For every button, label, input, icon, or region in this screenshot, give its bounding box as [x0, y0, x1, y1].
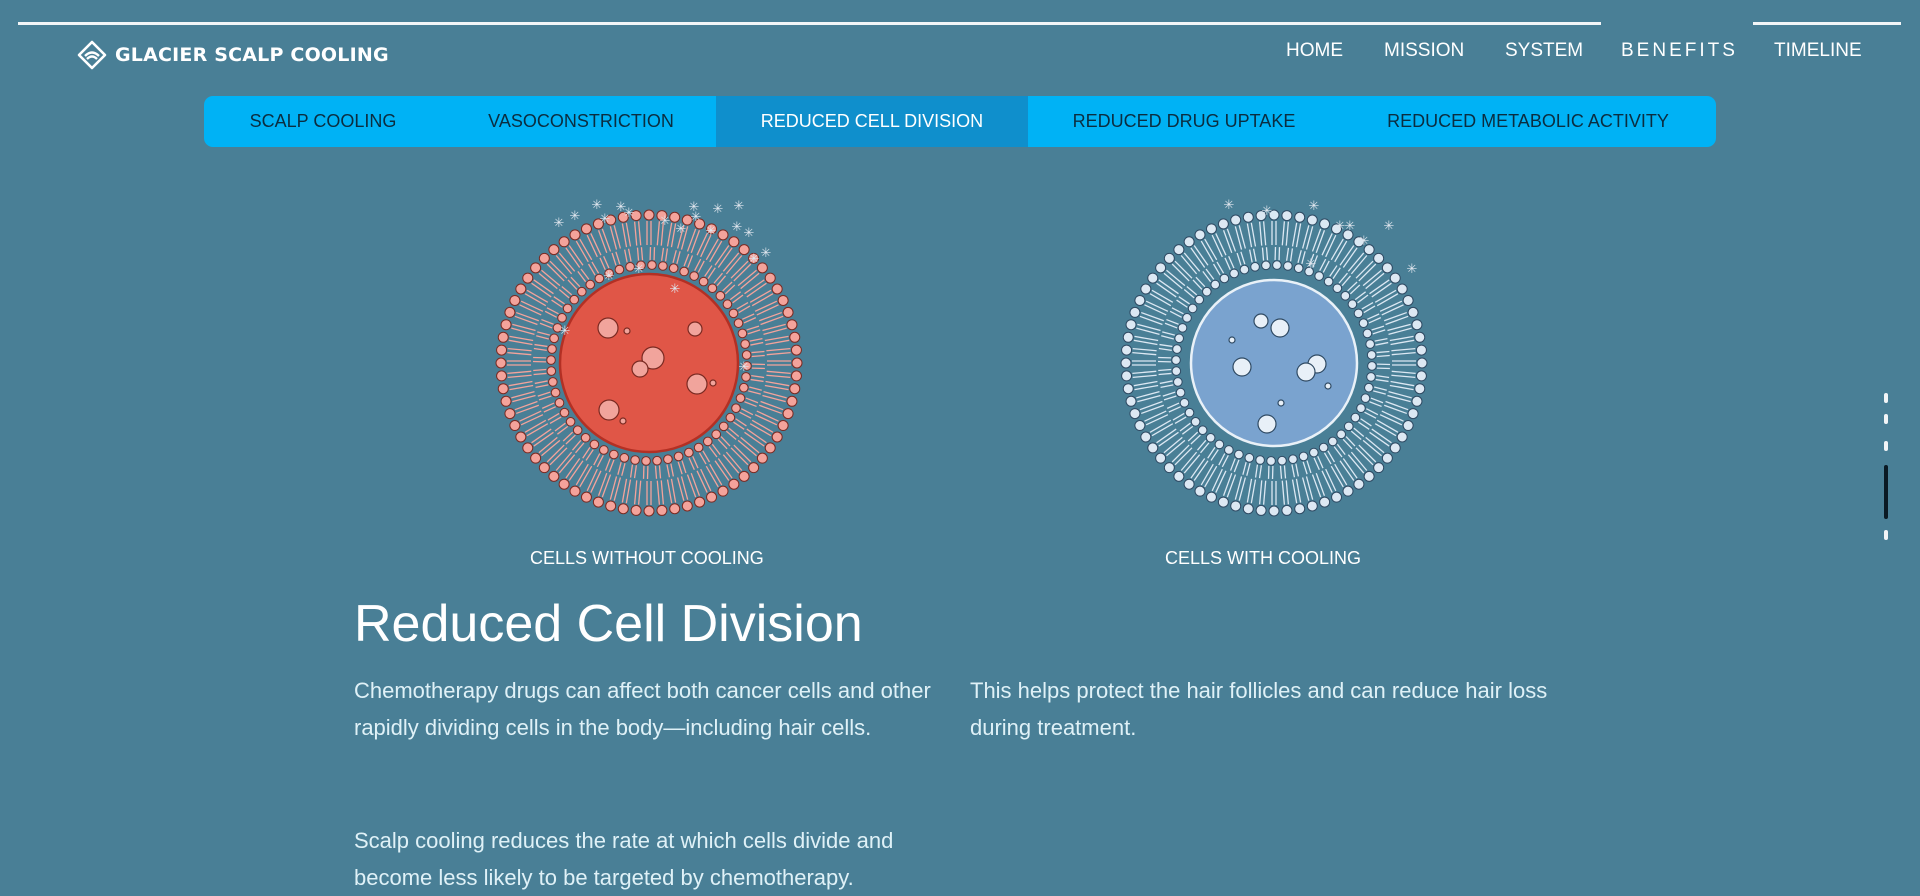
- drug-particle-icon: ✳: [749, 252, 760, 267]
- cell-organelle: [599, 400, 619, 420]
- cell-organelle: [1258, 415, 1276, 433]
- tab-reduced-cell-division[interactable]: REDUCED CELL DIVISION: [716, 96, 1028, 147]
- drug-particle-icon: ✳: [713, 202, 724, 217]
- drug-particle-icon: ✳: [761, 246, 772, 261]
- cell-organelle: [620, 418, 626, 424]
- drug-particle-icon: ✳: [1407, 262, 1418, 277]
- nav-timeline[interactable]: TIMELINE: [1774, 40, 1862, 62]
- drug-particle-icon: ✳: [600, 212, 611, 227]
- cell-organelle: [624, 328, 630, 334]
- paragraph-chemo-effect: Chemotherapy drugs can affect both cance…: [354, 672, 944, 746]
- scroll-dot[interactable]: [1884, 530, 1888, 540]
- drug-particle-icon: ✳: [1224, 198, 1235, 213]
- scroll-dot-active[interactable]: [1884, 465, 1888, 519]
- cell-organelle: [1325, 383, 1331, 389]
- top-border-line-right: [1753, 22, 1901, 25]
- drug-particle-icon: ✳: [592, 198, 603, 213]
- scroll-dot[interactable]: [1884, 414, 1888, 424]
- tab-scalp-cooling[interactable]: SCALP COOLING: [204, 96, 442, 147]
- drug-particle-icon: ✳: [560, 324, 571, 339]
- section-title: Reduced Cell Division: [354, 594, 863, 654]
- drug-particle-icon: ✳: [670, 282, 681, 297]
- tab-vasoconstriction[interactable]: VASOCONSTRICTION: [442, 96, 720, 147]
- drug-particle-icon: ✳: [706, 224, 717, 239]
- benefit-tabs: SCALP COOLING VASOCONSTRICTION REDUCED C…: [204, 96, 1716, 147]
- cell-organelle: [632, 361, 648, 377]
- drug-particle-icon: ✳: [634, 262, 645, 277]
- caption-without-cooling: CELLS WITHOUT COOLING: [530, 548, 764, 569]
- drug-particle-icon: ✳: [1262, 204, 1273, 219]
- nav-home[interactable]: HOME: [1286, 40, 1343, 62]
- drug-particle-icon: ✳: [624, 206, 635, 221]
- tab-reduced-metabolic-activity[interactable]: REDUCED METABOLIC ACTIVITY: [1340, 96, 1716, 147]
- drug-particle-icon: ✳: [676, 222, 687, 237]
- drug-particle-icon: ✳: [604, 269, 615, 284]
- drug-particle-icon: ✳: [732, 220, 743, 235]
- cell-organelle: [710, 380, 716, 386]
- brand-name: GLACIER SCALP COOLING: [115, 44, 389, 66]
- paragraph-scalp-cooling: Scalp cooling reduces the rate at which …: [354, 822, 944, 896]
- top-border-line: [18, 22, 1601, 25]
- cell-organelle: [688, 322, 702, 336]
- drug-particle-icon: ✳: [689, 200, 700, 215]
- cell-organelle: [1233, 358, 1251, 376]
- scroll-dot[interactable]: [1884, 441, 1888, 451]
- cell-organelle: [1254, 314, 1268, 328]
- cell-without-cooling-illustration: ✳✳✳✳✳✳✳✳✳✳✳✳✳✳✳✳✳✳✳✳✳✳: [469, 193, 829, 533]
- drug-particle-icon: ✳: [1306, 257, 1317, 272]
- drug-particle-icon: ✳: [570, 209, 581, 224]
- drug-particle-icon: ✳: [1359, 234, 1370, 249]
- caption-with-cooling: CELLS WITH COOLING: [1165, 548, 1361, 569]
- scroll-dot[interactable]: [1884, 393, 1888, 403]
- cell-organelle: [687, 374, 707, 394]
- cell-with-cooling-illustration: ✳✳✳✳✳✳✳✳✳: [1094, 193, 1454, 533]
- drug-particle-icon: ✳: [660, 214, 671, 229]
- paragraph-protect-follicles: This helps protect the hair follicles an…: [970, 672, 1570, 746]
- drug-particle-icon: ✳: [1309, 199, 1320, 214]
- nav-mission[interactable]: MISSION: [1384, 40, 1464, 62]
- cell-organelle: [1229, 337, 1235, 343]
- tab-reduced-drug-uptake[interactable]: REDUCED DRUG UPTAKE: [1028, 96, 1340, 147]
- drug-particle-icon: ✳: [1384, 219, 1395, 234]
- diamond-logo-icon: [77, 40, 107, 70]
- drug-particle-icon: ✳: [734, 199, 745, 214]
- cell-organelle: [1271, 319, 1289, 337]
- drug-particle-icon: ✳: [554, 216, 565, 231]
- drug-particle-icon: ✳: [1345, 219, 1356, 234]
- cell-organelle: [1278, 400, 1284, 406]
- nav-benefits[interactable]: BENEFITS: [1621, 40, 1738, 62]
- brand-logo[interactable]: GLACIER SCALP COOLING: [77, 40, 389, 70]
- cell-organelle: [598, 318, 618, 338]
- drug-particle-icon: ✳: [744, 226, 755, 241]
- nav-system[interactable]: SYSTEM: [1505, 40, 1583, 62]
- cell-organelle: [1297, 363, 1315, 381]
- drug-particle-icon: ✳: [739, 360, 750, 375]
